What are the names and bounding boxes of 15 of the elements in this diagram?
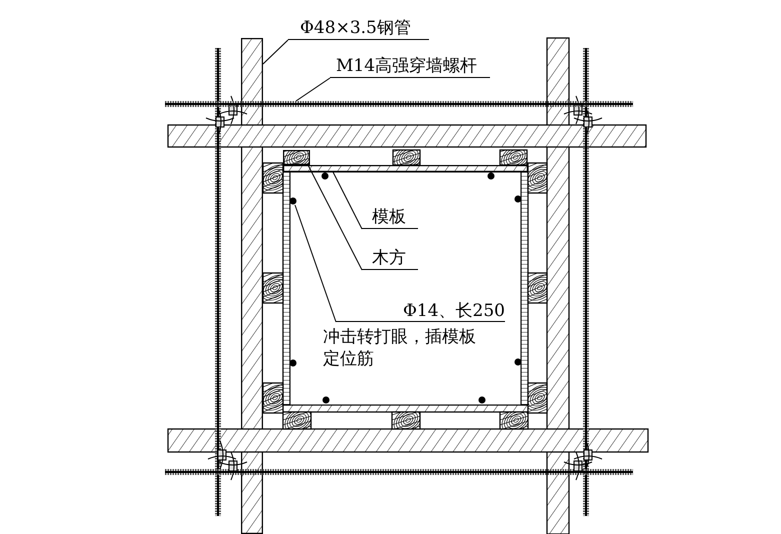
formwork-panel bbox=[283, 165, 528, 172]
callout-label: 木方 bbox=[362, 248, 418, 270]
callout-label: Φ48×3.5钢管 bbox=[288, 18, 429, 40]
leader-line bbox=[294, 204, 336, 322]
callout-label: 模板 bbox=[362, 207, 418, 229]
leader-line bbox=[332, 172, 362, 230]
callout-label: 冲击转打眼，插模板定位筋 bbox=[323, 326, 477, 370]
callout-label: Φ14、长250 bbox=[336, 301, 505, 322]
tie-rod bbox=[165, 101, 633, 107]
wood-block bbox=[283, 150, 310, 165]
rebar-dot bbox=[289, 197, 297, 205]
leader-line bbox=[296, 78, 330, 102]
leader-line bbox=[308, 164, 362, 270]
callout-label: M14高强穿墙螺杆 bbox=[330, 56, 490, 78]
leader-line bbox=[262, 40, 288, 64]
